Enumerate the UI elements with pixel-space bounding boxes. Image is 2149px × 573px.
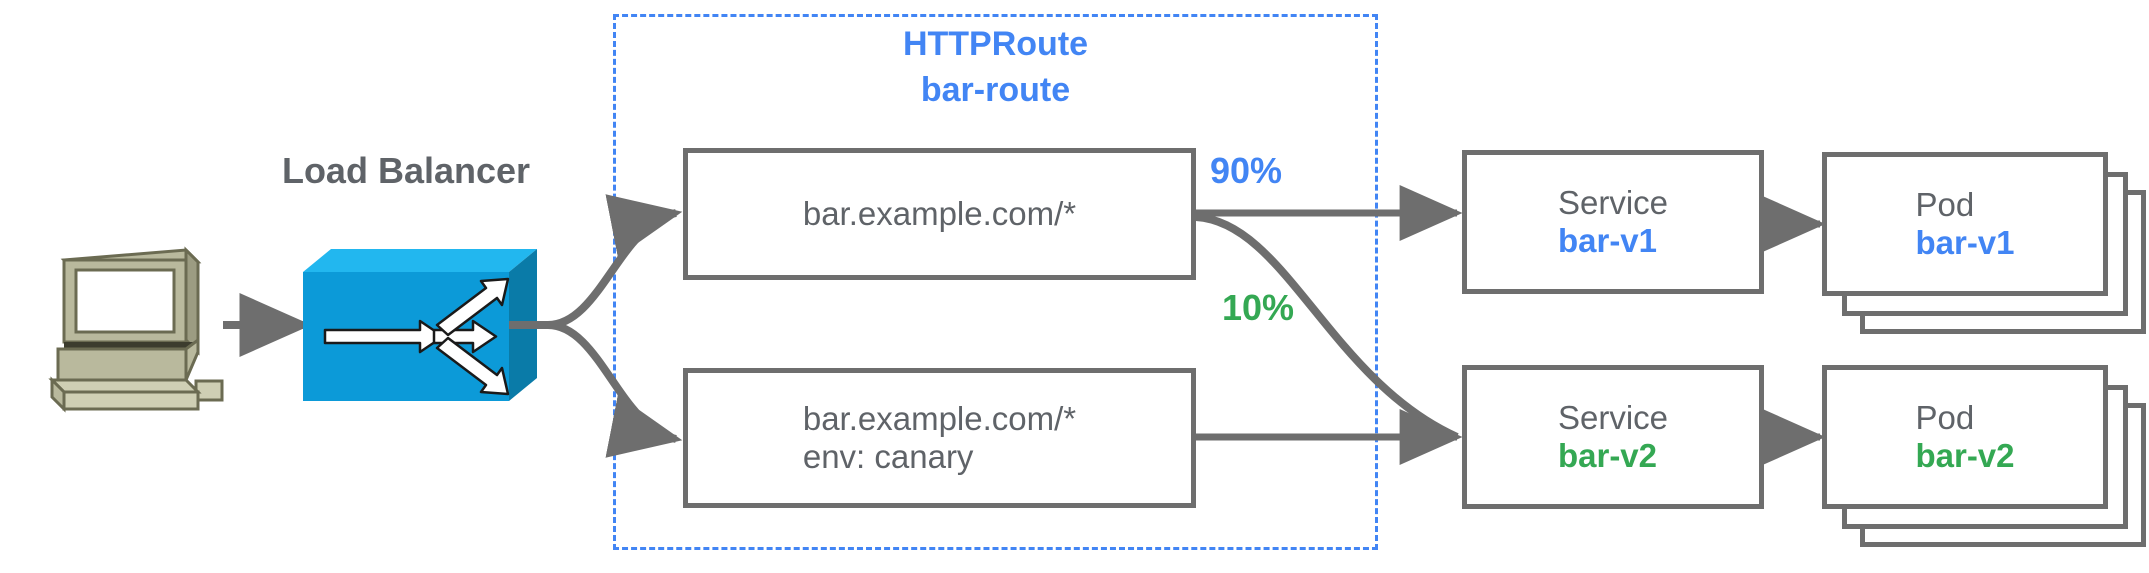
network-switch-icon [303, 249, 537, 401]
pod-v2-text: Pod bar-v2 [1915, 399, 2014, 475]
httproute-rule-1[interactable]: bar.example.com/* [683, 148, 1196, 280]
service-box-bar-v2[interactable]: Service bar-v2 [1462, 365, 1764, 509]
weight-label-90: 90% [1210, 150, 1283, 191]
arrow-lb-to-rule-2 [547, 321, 683, 458]
service-v2-name: bar-v2 [1557, 437, 1658, 474]
weight-label-10: 10% [1222, 287, 1295, 328]
service-v2-kind: Service [1557, 399, 1669, 436]
pod-v2-name: bar-v2 [1915, 437, 2015, 474]
rule-2-line-2: env: canary [802, 438, 974, 475]
service-v1-kind: Service [1557, 184, 1669, 221]
service-v1-name: bar-v1 [1557, 222, 1658, 259]
rule-2-line-1: bar.example.com/* [802, 400, 1077, 437]
service-v1-text: Service bar-v1 [1558, 184, 1668, 260]
pod-v1-name: bar-v1 [1915, 224, 2015, 261]
rule-2-text: bar.example.com/* env: canary [803, 400, 1076, 476]
rule-1-line-1: bar.example.com/* [802, 195, 1077, 232]
pod-box-bar-v1[interactable]: Pod bar-v1 [1822, 152, 2108, 296]
rule-1-text: bar.example.com/* [803, 195, 1076, 233]
pod-v2-kind: Pod [1915, 399, 1975, 436]
pod-v1-text: Pod bar-v1 [1915, 186, 2014, 262]
service-box-bar-v1[interactable]: Service bar-v1 [1462, 150, 1764, 294]
httproute-boundary [613, 14, 1378, 550]
httproute-kind-label: HTTPRoute [902, 25, 1089, 63]
pod-box-bar-v2[interactable]: Pod bar-v2 [1822, 365, 2108, 509]
desktop-computer-icon [48, 246, 224, 413]
httproute-rule-2[interactable]: bar.example.com/* env: canary [683, 368, 1196, 508]
load-balancer-label: Load Balancer [281, 150, 531, 191]
httproute-name-label: bar-route [920, 71, 1071, 109]
service-v2-text: Service bar-v2 [1558, 399, 1668, 475]
pod-v1-kind: Pod [1915, 186, 1975, 223]
arrow-lb-to-rule-1 [547, 194, 683, 329]
